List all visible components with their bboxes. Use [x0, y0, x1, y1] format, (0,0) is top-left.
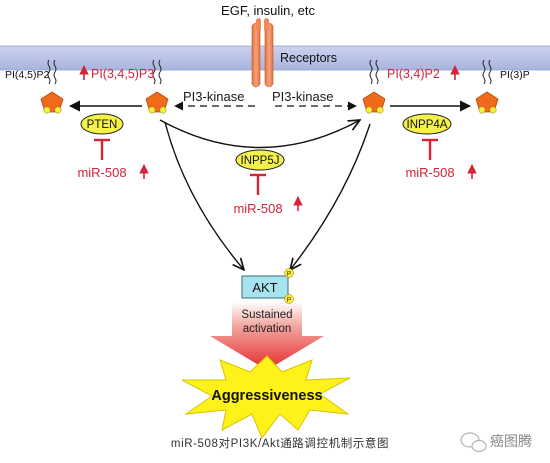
lipid-label-pi34p2: PI(3,4)P2: [387, 67, 440, 81]
akt-p-top: P: [287, 271, 292, 278]
inpp4a-oval: [402, 113, 452, 135]
inhibition-pten: [92, 138, 112, 162]
inpp5j-oval: [235, 149, 285, 171]
pi3k-label-right: PI3-kinase: [272, 89, 333, 104]
ligand-label: EGF, insulin, etc: [221, 3, 315, 18]
lipid-head-pi34p2: [362, 91, 386, 114]
akt-box: [241, 275, 289, 299]
inhibition-inpp5j: [248, 173, 268, 197]
inpp5j-arrow: [159, 120, 360, 149]
lipid-head-pip2: [40, 91, 64, 114]
pten-oval: [80, 113, 124, 135]
lipid-label-pi3p: PI(3)P: [500, 69, 530, 81]
watermark-text: 癌图腾: [490, 433, 532, 449]
lipid-head-pip3: [145, 91, 169, 114]
aggressiveness-burst: [181, 355, 351, 439]
pi34p2-to-akt-arrow: [290, 123, 371, 270]
cell-membrane: [0, 46, 550, 70]
akt-p-bottom: P: [287, 297, 292, 304]
receptor-label: Receptors: [280, 51, 337, 65]
akt-phospho-bottom: [284, 294, 294, 304]
mir508-right: miR-508: [405, 165, 454, 180]
inhibition-inpp4a: [420, 138, 440, 162]
figure-caption: miR-508对PI3K/Akt通路调控机制示意图: [171, 436, 389, 450]
pip3-to-akt-arrow: [164, 121, 244, 270]
arrow-text-line2: activation: [243, 323, 292, 335]
mir508-left: miR-508: [77, 165, 126, 180]
lipid-label-pip2: PI(4,5)P2: [5, 69, 50, 81]
lipid-head-pi3p: [475, 91, 499, 114]
receptor-icon: [251, 18, 274, 88]
mir508-middle: miR-508: [233, 201, 282, 216]
akt-phospho-top: [284, 268, 294, 278]
aggressiveness-label: Aggressiveness: [211, 388, 322, 404]
pi3k-label-left: PI3-kinase: [183, 89, 244, 104]
arrow-text-line1: Sustained: [241, 309, 292, 321]
inpp5j-label: INPP5J: [241, 155, 280, 167]
wechat-icon: [460, 432, 487, 453]
pten-label: PTEN: [87, 119, 118, 131]
inpp4a-label: INPP4A: [407, 119, 448, 131]
lipid-label-pip3: PI(3,4,5)P3: [91, 67, 154, 81]
akt-label: AKT: [252, 280, 277, 295]
sustained-activation-arrow: [210, 302, 324, 370]
